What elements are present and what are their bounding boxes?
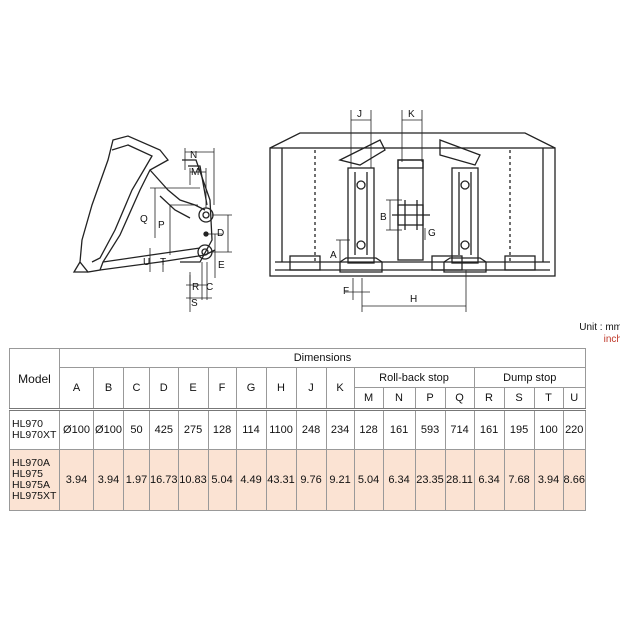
label-b: B xyxy=(380,212,387,223)
col-header: J xyxy=(295,367,327,410)
model-header: Model xyxy=(9,348,60,410)
value-cell: 220 xyxy=(562,408,586,450)
col-header: H xyxy=(265,367,297,410)
col-header: N xyxy=(382,387,416,410)
label-k: K xyxy=(408,109,415,120)
col-header: U xyxy=(562,387,586,410)
col-header: S xyxy=(503,387,535,410)
table-row-imperial: HL970A HL975 HL975A HL975XT 3.94 3.94 1.… xyxy=(9,449,586,511)
col-header: E xyxy=(177,367,209,410)
label-n: N xyxy=(190,150,197,161)
label-s: S xyxy=(191,298,198,309)
col-header: R xyxy=(473,387,505,410)
table-row-metric: HL970 HL970XT Ø100 Ø100 50 425 275 128 1… xyxy=(9,408,586,450)
value-cell: 43.31 xyxy=(265,449,297,511)
front-view-labels: J K B G A F H xyxy=(330,109,436,305)
value-cell: 3.94 xyxy=(59,449,94,511)
label-f: F xyxy=(343,286,349,297)
value-cell: 195 xyxy=(503,408,535,450)
label-u: U xyxy=(143,257,150,268)
value-cell: 1.97 xyxy=(123,449,150,511)
value-cell: 10.83 xyxy=(177,449,209,511)
value-cell: 114 xyxy=(235,408,267,450)
label-j: J xyxy=(357,109,362,120)
label-r: R xyxy=(192,282,199,293)
label-m: M xyxy=(191,167,199,178)
label-c: C xyxy=(206,282,213,293)
value-cell: 128 xyxy=(353,408,384,450)
value-cell: 8.66 xyxy=(562,449,586,511)
value-cell: 28.11 xyxy=(444,449,475,511)
col-header: Q xyxy=(444,387,475,410)
value-cell: 275 xyxy=(177,408,209,450)
value-cell: 23.35 xyxy=(414,449,446,511)
value-cell: 1100 xyxy=(265,408,297,450)
value-cell: 9.76 xyxy=(295,449,327,511)
label-d: D xyxy=(217,228,224,239)
dimensions-table: Model Dimensions A B C D E F G H J K Rol… xyxy=(9,348,586,511)
label-a: A xyxy=(330,250,337,261)
model-name: HL970XT xyxy=(12,429,57,441)
value-cell: Ø100 xyxy=(59,408,94,450)
col-header: F xyxy=(207,367,237,410)
dimensions-header: Dimensions xyxy=(59,348,586,368)
value-cell: 5.04 xyxy=(207,449,237,511)
value-cell: 714 xyxy=(444,408,475,450)
value-cell: 16.73 xyxy=(149,449,179,511)
col-header: P xyxy=(414,387,446,410)
label-p: P xyxy=(158,220,165,231)
model-cell: HL970 HL970XT xyxy=(9,408,60,450)
dump-stop-header: Dump stop xyxy=(473,367,586,388)
value-cell: 234 xyxy=(325,408,355,450)
unit-label-inch: inch xyxy=(603,334,620,345)
col-header: D xyxy=(149,367,179,410)
col-header: K xyxy=(325,367,355,410)
front-view-dimension-lines xyxy=(336,110,467,312)
value-cell: 248 xyxy=(295,408,327,450)
value-cell: 6.34 xyxy=(382,449,416,511)
value-cell: 7.68 xyxy=(503,449,535,511)
value-cell: 100 xyxy=(533,408,564,450)
col-header: T xyxy=(533,387,564,410)
value-cell: 3.94 xyxy=(533,449,564,511)
side-view-dimension-lines xyxy=(149,148,232,312)
value-cell: 9.21 xyxy=(325,449,355,511)
col-header: C xyxy=(123,367,150,410)
label-q: Q xyxy=(140,214,148,225)
col-header: M xyxy=(353,387,384,410)
model-name: HL970A xyxy=(12,457,50,469)
value-cell: 4.49 xyxy=(235,449,267,511)
col-header: G xyxy=(235,367,267,410)
value-cell: 128 xyxy=(207,408,237,450)
label-e: E xyxy=(218,260,225,271)
bucket-dimension-drawing: N M Q P D U T E R C S J K B G A F H xyxy=(72,109,556,312)
front-view-bucket xyxy=(269,132,556,277)
model-name: HL970 xyxy=(12,418,43,430)
side-view-labels: N M Q P D U T E R C S xyxy=(140,150,225,309)
value-cell: 425 xyxy=(149,408,179,450)
model-name: HL975XT xyxy=(12,490,57,502)
value-cell: 161 xyxy=(473,408,505,450)
model-name: HL975 xyxy=(12,468,43,480)
label-t: T xyxy=(160,257,166,268)
value-cell: 593 xyxy=(414,408,446,450)
col-header: A xyxy=(59,367,94,410)
col-header: B xyxy=(93,367,124,410)
value-cell: 3.94 xyxy=(93,449,124,511)
model-name: HL975A xyxy=(12,479,50,491)
value-cell: 6.34 xyxy=(473,449,505,511)
value-cell: 161 xyxy=(382,408,416,450)
roll-back-stop-header: Roll-back stop xyxy=(353,367,475,388)
value-cell: 50 xyxy=(123,408,150,450)
value-cell: Ø100 xyxy=(93,408,124,450)
value-cell: 5.04 xyxy=(353,449,384,511)
label-g: G xyxy=(428,228,436,239)
model-cell: HL970A HL975 HL975A HL975XT xyxy=(9,449,60,511)
label-h: H xyxy=(410,294,417,305)
unit-label: Unit : mm xyxy=(579,322,620,333)
